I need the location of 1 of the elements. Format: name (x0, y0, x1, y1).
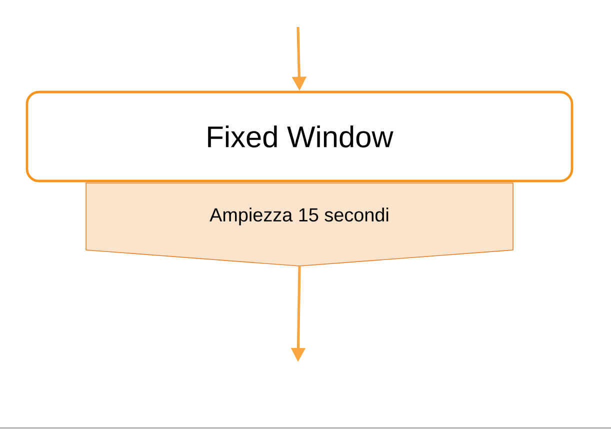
rounded-box: Fixed Window (26, 90, 574, 182)
